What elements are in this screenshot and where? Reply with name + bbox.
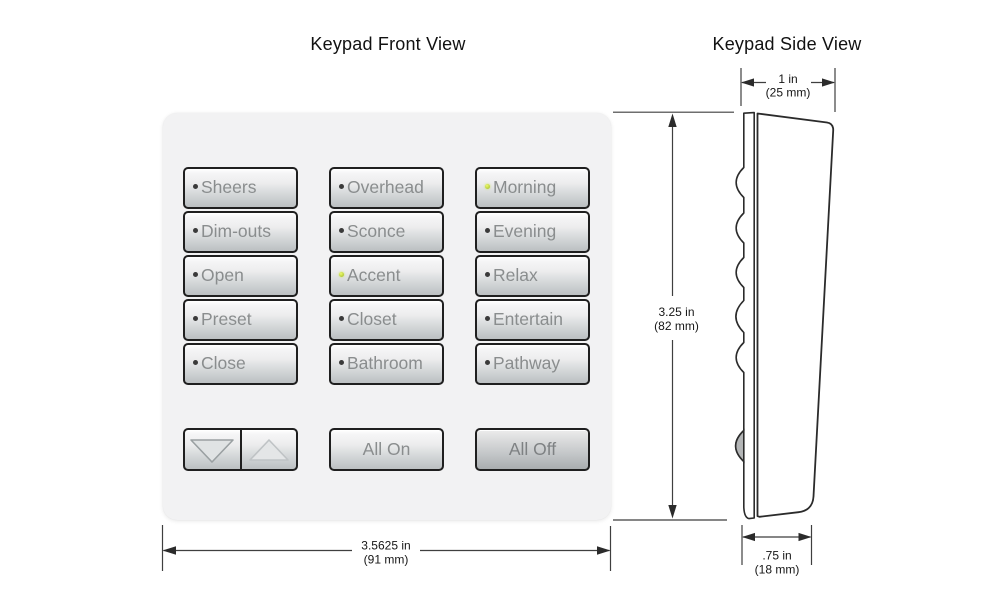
button-overhead[interactable]: Overhead [329, 167, 444, 209]
button-label: Pathway [493, 353, 561, 373]
arrow-left-icon [162, 546, 176, 555]
button-preset[interactable]: Preset [183, 299, 298, 341]
button-entertain[interactable]: Entertain [475, 299, 590, 341]
led-indicator [339, 228, 344, 233]
button-label: Entertain [493, 309, 564, 329]
button-pathway[interactable]: Pathway [475, 343, 590, 385]
led-indicator [193, 360, 198, 365]
led-indicator [193, 316, 198, 321]
arrow-right-icon [822, 78, 835, 87]
led-indicator [193, 228, 198, 233]
lower-button[interactable] [185, 430, 242, 469]
side-base-inches: .75 in [762, 549, 791, 563]
side-view-title: Keypad Side View [712, 34, 862, 54]
raise-lower-button [183, 428, 298, 471]
arrow-left-icon [741, 78, 754, 87]
arrow-left-icon [742, 532, 755, 542]
all-on-button[interactable]: All On [329, 428, 444, 471]
button-label: Evening [493, 221, 557, 241]
front-view-title: Keypad Front View [310, 34, 466, 54]
button-label: Close [201, 353, 246, 373]
button-relax[interactable]: Relax [475, 255, 590, 297]
led-indicator [339, 184, 344, 189]
led-indicator [485, 184, 490, 189]
led-indicator [339, 360, 344, 365]
side-height-mm: (82 mm) [654, 319, 699, 333]
front-width-dimension [161, 525, 612, 571]
led-indicator [485, 228, 490, 233]
arrow-down-icon [190, 438, 235, 463]
arrow-down-icon [668, 505, 677, 519]
side-depth-inches: 1 in [778, 72, 797, 86]
button-accent[interactable]: Accent [329, 255, 444, 297]
button-label: Morning [493, 177, 557, 197]
side-view-faceplate [734, 111, 755, 520]
button-label: Sheers [201, 177, 257, 197]
button-label: Preset [201, 309, 252, 329]
led-indicator [485, 272, 490, 277]
side-depth-dimension [740, 68, 836, 112]
led-indicator [193, 184, 198, 189]
button-label: All On [362, 439, 411, 459]
side-view-bottom-button-bump [734, 428, 745, 464]
side-depth-mm: (25 mm) [766, 86, 811, 100]
button-morning[interactable]: Morning [475, 167, 590, 209]
button-label: Sconce [347, 221, 406, 241]
led-indicator [339, 316, 344, 321]
arrow-up-icon [248, 438, 289, 461]
side-view-body [756, 112, 835, 518]
button-label: Bathroom [347, 353, 423, 373]
side-base-dimension [741, 525, 813, 565]
led-indicator [485, 360, 490, 365]
button-label: Open [201, 265, 244, 285]
raise-button[interactable] [242, 430, 297, 469]
button-sconce[interactable]: Sconce [329, 211, 444, 253]
button-sheers[interactable]: Sheers [183, 167, 298, 209]
arrow-right-icon [798, 532, 812, 542]
button-label: Dim-outs [201, 221, 272, 241]
button-evening[interactable]: Evening [475, 211, 590, 253]
button-open[interactable]: Open [183, 255, 298, 297]
arrow-up-icon [668, 113, 677, 127]
led-indicator [339, 272, 344, 277]
front-width-mm: (91 mm) [364, 553, 409, 567]
button-closet[interactable]: Closet [329, 299, 444, 341]
button-label: Relax [493, 265, 538, 285]
button-bathroom[interactable]: Bathroom [329, 343, 444, 385]
led-indicator [485, 316, 490, 321]
button-label: Accent [347, 265, 401, 285]
button-label: Closet [347, 309, 397, 329]
button-label: All Off [508, 439, 557, 459]
side-height-inches: 3.25 in [658, 305, 694, 319]
side-height-dimension [613, 111, 734, 521]
led-indicator [193, 272, 198, 277]
side-base-mm: (18 mm) [755, 563, 800, 577]
front-width-inches: 3.5625 in [361, 539, 410, 553]
button-dim-outs[interactable]: Dim-outs [183, 211, 298, 253]
arrow-right-icon [597, 546, 611, 555]
all-off-button[interactable]: All Off [475, 428, 590, 471]
button-close[interactable]: Close [183, 343, 298, 385]
button-label: Overhead [347, 177, 424, 197]
